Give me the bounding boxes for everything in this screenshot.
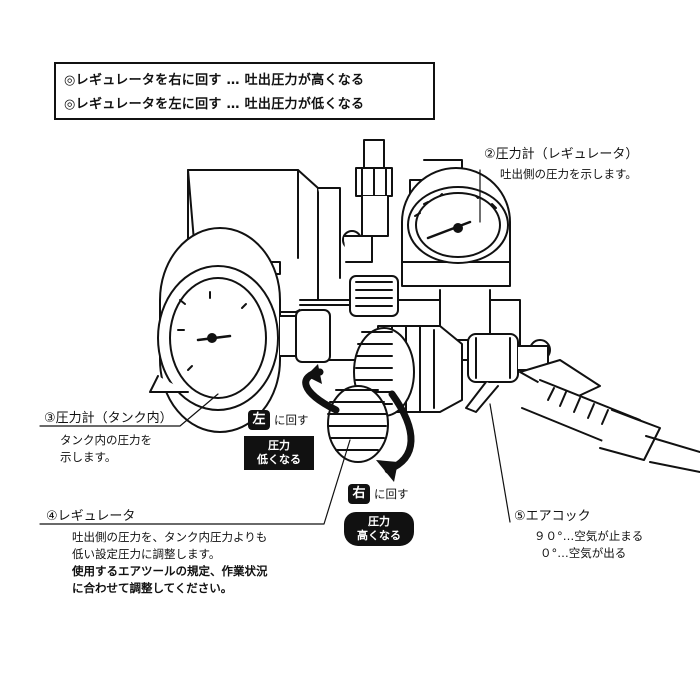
air-cock-desc-2: ０°…空気が出る — [540, 546, 627, 560]
regulator-gauge-title: ②圧力計（レギュレータ） — [484, 147, 639, 162]
leader-lines — [39, 169, 511, 525]
notice-line-left: ◎レギュレータを左に回す … 吐出圧力が低くなる — [64, 97, 365, 112]
left-direction-badge: 左 — [248, 410, 270, 430]
left-pill-line-1: 圧力 — [268, 439, 290, 452]
regulator-desc-4: に合わせて調整してください。 — [72, 581, 233, 595]
air-cock — [465, 333, 551, 413]
tank-gauge-desc-1: タンク内の圧力を — [60, 433, 152, 447]
regulator-gauge-desc: 吐出側の圧力を示します。 — [500, 167, 637, 181]
left-pressure-pill: 圧力 低くなる — [244, 436, 314, 470]
regulator-knob — [327, 325, 463, 463]
left-turn-text: に回す — [274, 413, 309, 427]
regulator-desc-2: 低い設定圧力に調整します。 — [72, 547, 221, 561]
right-direction-badge: 右 — [348, 484, 370, 504]
tank-gauge — [149, 227, 331, 433]
notice-line-right: ◎レギュレータを右に回す … 吐出圧力が高くなる — [64, 73, 365, 88]
rotation-notice: ◎レギュレータを右に回す … 吐出圧力が高くなる ◎レギュレータを左に回す … … — [54, 62, 435, 120]
regulator-gauge — [401, 167, 511, 287]
leader-regulator — [39, 439, 351, 525]
top-fitting — [342, 139, 393, 263]
tank-gauge-title: ③圧力計（タンク内） — [44, 411, 173, 426]
air-cock-desc-1: ９０°…空気が止まる — [534, 529, 644, 543]
regulator-title: ④レギュレータ — [46, 509, 136, 524]
right-pill-line-1: 圧力 — [368, 515, 390, 528]
air-cock-title: ⑤エアコック — [514, 509, 591, 524]
left-pill-line-2: 低くなる — [257, 453, 301, 466]
hose-coupler — [519, 359, 700, 473]
leader-tank-gauge — [39, 393, 219, 427]
right-pill-line-2: 高くなる — [357, 529, 401, 542]
tank-gauge-desc-2: 示します。 — [60, 450, 117, 464]
right-pressure-pill: 圧力 高くなる — [344, 512, 414, 546]
leader-air-cock — [489, 403, 511, 523]
regulator-desc-3: 使用するエアツールの規定、作業状況 — [72, 564, 268, 578]
regulator-desc-1: 吐出側の圧力を、タンク内圧力よりも — [72, 530, 268, 544]
right-turn-text: に回す — [374, 487, 409, 501]
